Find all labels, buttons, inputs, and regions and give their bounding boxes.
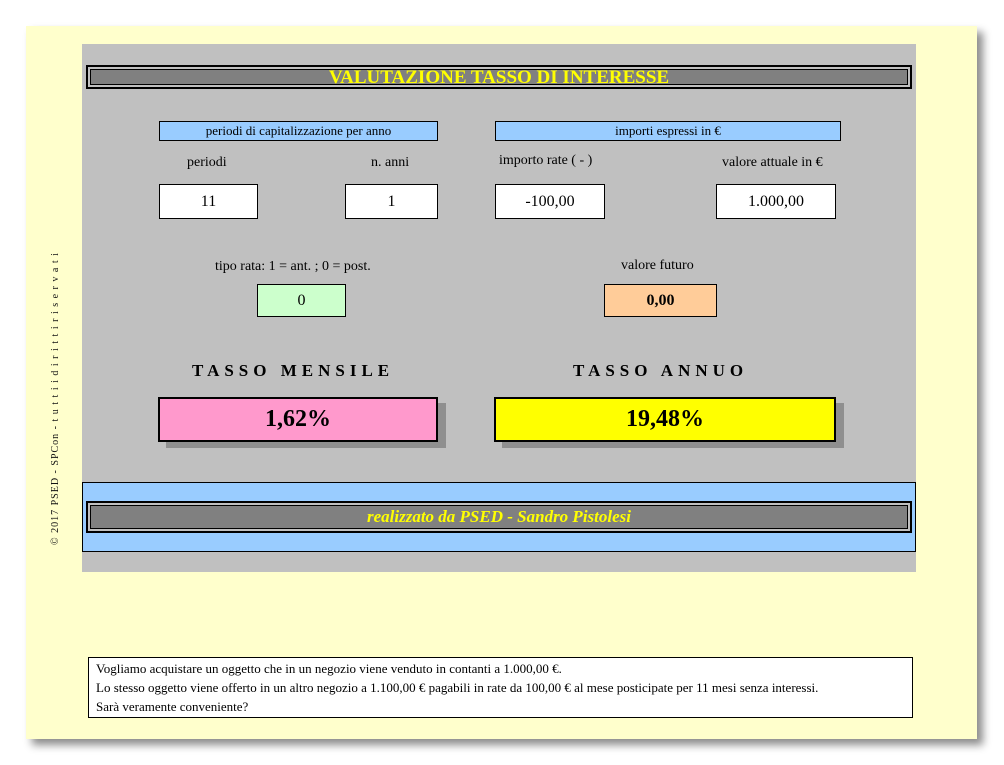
valore-futuro-label: valore futuro <box>621 258 694 273</box>
valore-attuale-label: valore attuale in € <box>722 155 823 170</box>
tasso-annuo-label: TASSO ANNUO <box>573 361 749 380</box>
anni-field[interactable]: 1 <box>345 184 438 219</box>
valore-attuale-field[interactable]: 1.000,00 <box>716 184 836 219</box>
tasso-mensile-label: TASSO MENSILE <box>192 361 395 380</box>
right-section-header: importi espressi in € <box>495 121 841 141</box>
problem-note: Vogliamo acquistare un oggetto che in un… <box>88 657 913 718</box>
footer-bar: realizzato da PSED - Sandro Pistolesi <box>86 501 912 533</box>
tipo-rata-field[interactable]: 0 <box>257 284 346 317</box>
note-line: Sarà veramente conveniente? <box>96 699 249 714</box>
note-line: Vogliamo acquistare un oggetto che in un… <box>96 661 562 676</box>
anni-label: n. anni <box>371 155 410 170</box>
tasso-mensile-result: 1,62% <box>158 397 438 442</box>
tasso-annuo-result: 19,48% <box>494 397 836 442</box>
valore-futuro-field[interactable]: 0,00 <box>604 284 717 317</box>
left-section-header: periodi di capitalizzazione per anno <box>159 121 438 141</box>
page-title: VALUTAZIONE TASSO DI INTERESSE <box>328 67 670 88</box>
importo-rata-field[interactable]: -100,00 <box>495 184 605 219</box>
copyright-text: © 2017 PSED - SPCon - t u t t i i d i r … <box>50 252 61 545</box>
periodi-label: periodi <box>187 155 227 170</box>
author-credit: realizzato da PSED - Sandro Pistolesi <box>366 507 631 526</box>
rata-label: importo rate ( - ) <box>499 153 593 168</box>
tipo-rata-label: tipo rata: 1 = ant. ; 0 = post. <box>215 259 371 274</box>
note-line: Lo stesso oggetto viene offerto in un al… <box>96 680 819 695</box>
title-bar: VALUTAZIONE TASSO DI INTERESSE <box>86 65 912 89</box>
periodi-field[interactable]: 11 <box>159 184 258 219</box>
